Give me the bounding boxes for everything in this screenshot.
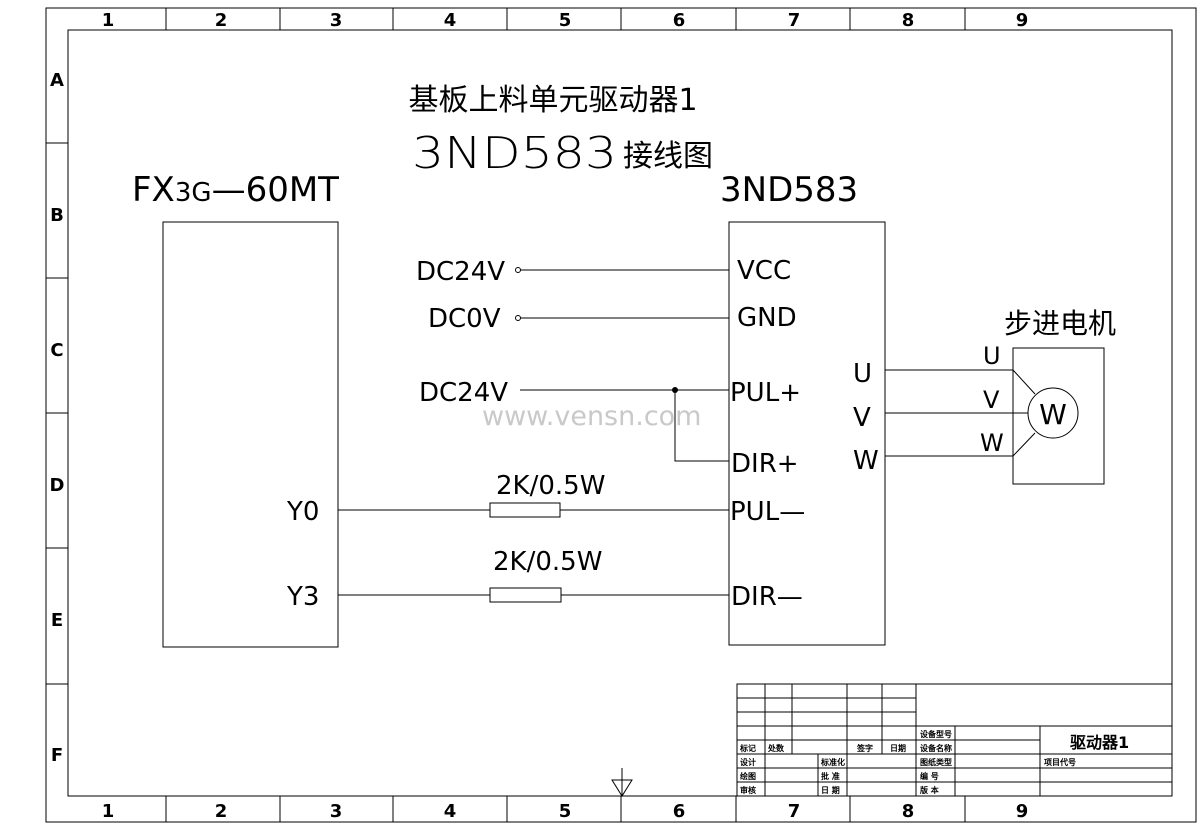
col-label-bottom: 9 <box>1016 801 1029 822</box>
row-dividers <box>46 142 68 685</box>
tb-label-equipment: 设备名称 <box>920 743 952 753</box>
driver-input-gnd: GND <box>737 303 797 333</box>
driver-input-vcc: VCC <box>737 256 791 286</box>
supply-label-vcc: DC24V <box>416 257 505 287</box>
driver-box <box>728 221 886 646</box>
col-label-top: 5 <box>559 10 572 31</box>
col-label-top: 6 <box>673 10 686 31</box>
driver-input-pul-plus: PUL+ <box>730 378 801 408</box>
title-model: 3ND583 <box>412 128 617 179</box>
driver-output-w: W <box>853 446 879 476</box>
title-line-1: 基板上料单元驱动器1 <box>408 83 697 118</box>
motor-phase-u: U <box>983 342 1001 370</box>
row-label: E <box>51 610 63 631</box>
supply-label-gnd: DC0V <box>428 304 501 334</box>
driver-output-u: U <box>853 359 872 389</box>
driver-model-label: 3ND583 <box>720 170 858 210</box>
col-label-top: 4 <box>444 10 457 31</box>
driver-output-v: V <box>853 403 871 433</box>
terminal-icon <box>515 267 521 273</box>
resistor-2-icon <box>489 587 562 603</box>
tb-drawing-name: 驱动器1 <box>1070 733 1129 752</box>
col-label-bottom: 3 <box>330 801 343 822</box>
plc-output-y0: Y0 <box>286 497 319 527</box>
plc-block: FX3G—60MT Y0 Y3 <box>132 170 339 648</box>
plc-output-y3: Y3 <box>286 582 319 612</box>
driver-input-dir-minus: DIR— <box>731 582 803 612</box>
tb-label-number: 编 号 <box>920 771 939 781</box>
supply-wiring: DC24V DC0V DC24V <box>416 257 729 462</box>
plc-model-label: FX3G—60MT <box>132 170 339 210</box>
col-label-bottom: 1 <box>102 801 115 822</box>
col-label-top: 7 <box>788 10 801 31</box>
tb-label-model: 设备型号 <box>920 729 952 739</box>
tb-header-count: 处数 <box>767 743 785 753</box>
driver-input-dir-plus: DIR+ <box>731 449 799 479</box>
stepper-motor: 步进电机 W U V W <box>885 307 1116 485</box>
tb-label-type: 图纸类型 <box>920 757 952 767</box>
driver-block: 3ND583 VCC GND PUL+ DIR+ PUL— DIR— U V W <box>720 170 886 646</box>
col-label-bottom: 5 <box>559 801 572 822</box>
wire-dir-plus <box>674 390 729 462</box>
tb-header-date: 日期 <box>890 743 906 753</box>
supply-label-pul: DC24V <box>419 378 508 408</box>
col-label-top: 3 <box>330 10 343 31</box>
terminal-icon <box>515 315 521 321</box>
wire-phase-w <box>885 432 1036 457</box>
col-label-bottom: 4 <box>444 801 457 822</box>
col-label-bottom: 7 <box>788 801 801 822</box>
col-label-top: 9 <box>1016 10 1029 31</box>
row-label: B <box>50 205 64 226</box>
plc-model-sub: 3G <box>175 178 212 208</box>
tb-label-design: 设计 <box>740 757 756 767</box>
tb-label-date: 日 期 <box>821 785 840 795</box>
tb-label-project-code: 项目代号 <box>1044 757 1076 767</box>
tb-label-standard: 标准化 <box>820 757 845 767</box>
plc-model-suffix: —60MT <box>212 170 340 210</box>
tb-label-version: 版 本 <box>919 785 939 795</box>
resistor-label-2: 2K/0.5W <box>493 547 602 577</box>
title-block: 标记 处数 签字 日期 设计 绘图 审核 标准化 批 准 日 期 设备型号 设备… <box>736 683 1173 797</box>
resistor-label-1: 2K/0.5W <box>496 471 605 501</box>
motor-box <box>1012 347 1105 485</box>
col-label-bottom: 2 <box>215 801 228 822</box>
tb-label-approve: 批 准 <box>821 771 840 781</box>
row-label: D <box>50 475 65 496</box>
plc-model-prefix: FX <box>132 170 175 210</box>
col-label-top: 1 <box>102 10 115 31</box>
tb-label-review: 审核 <box>740 785 756 795</box>
tb-header-sign: 签字 <box>856 743 873 753</box>
center-mark-icon <box>611 768 633 797</box>
driver-input-pul-minus: PUL— <box>730 497 805 527</box>
title-suffix: 接线图 <box>623 139 713 174</box>
resistor-1-icon <box>489 502 561 518</box>
wire-phase-u <box>885 369 1036 395</box>
tb-header-mark: 标记 <box>739 743 756 753</box>
row-label: A <box>50 70 64 91</box>
plc-box <box>162 221 339 648</box>
tb-label-drawing: 绘图 <box>740 771 756 781</box>
motor-label: 步进电机 <box>1004 307 1116 340</box>
column-dividers <box>165 8 966 822</box>
row-label: F <box>51 745 63 766</box>
motor-symbol-letter: W <box>1039 398 1067 431</box>
col-label-bottom: 8 <box>902 801 915 822</box>
col-label-top: 8 <box>902 10 915 31</box>
col-label-bottom: 6 <box>673 801 686 822</box>
col-label-top: 2 <box>215 10 228 31</box>
motor-phase-v: V <box>983 386 1000 414</box>
resistor-wiring: 2K/0.5W 2K/0.5W <box>338 471 729 603</box>
drawing-frame: 1 2 3 4 5 6 7 8 9 1 2 3 4 5 6 7 8 9 A B … <box>45 7 1197 823</box>
motor-phase-w: W <box>980 429 1004 457</box>
watermark: www.vensn.com <box>482 401 701 432</box>
row-label: C <box>50 340 63 361</box>
